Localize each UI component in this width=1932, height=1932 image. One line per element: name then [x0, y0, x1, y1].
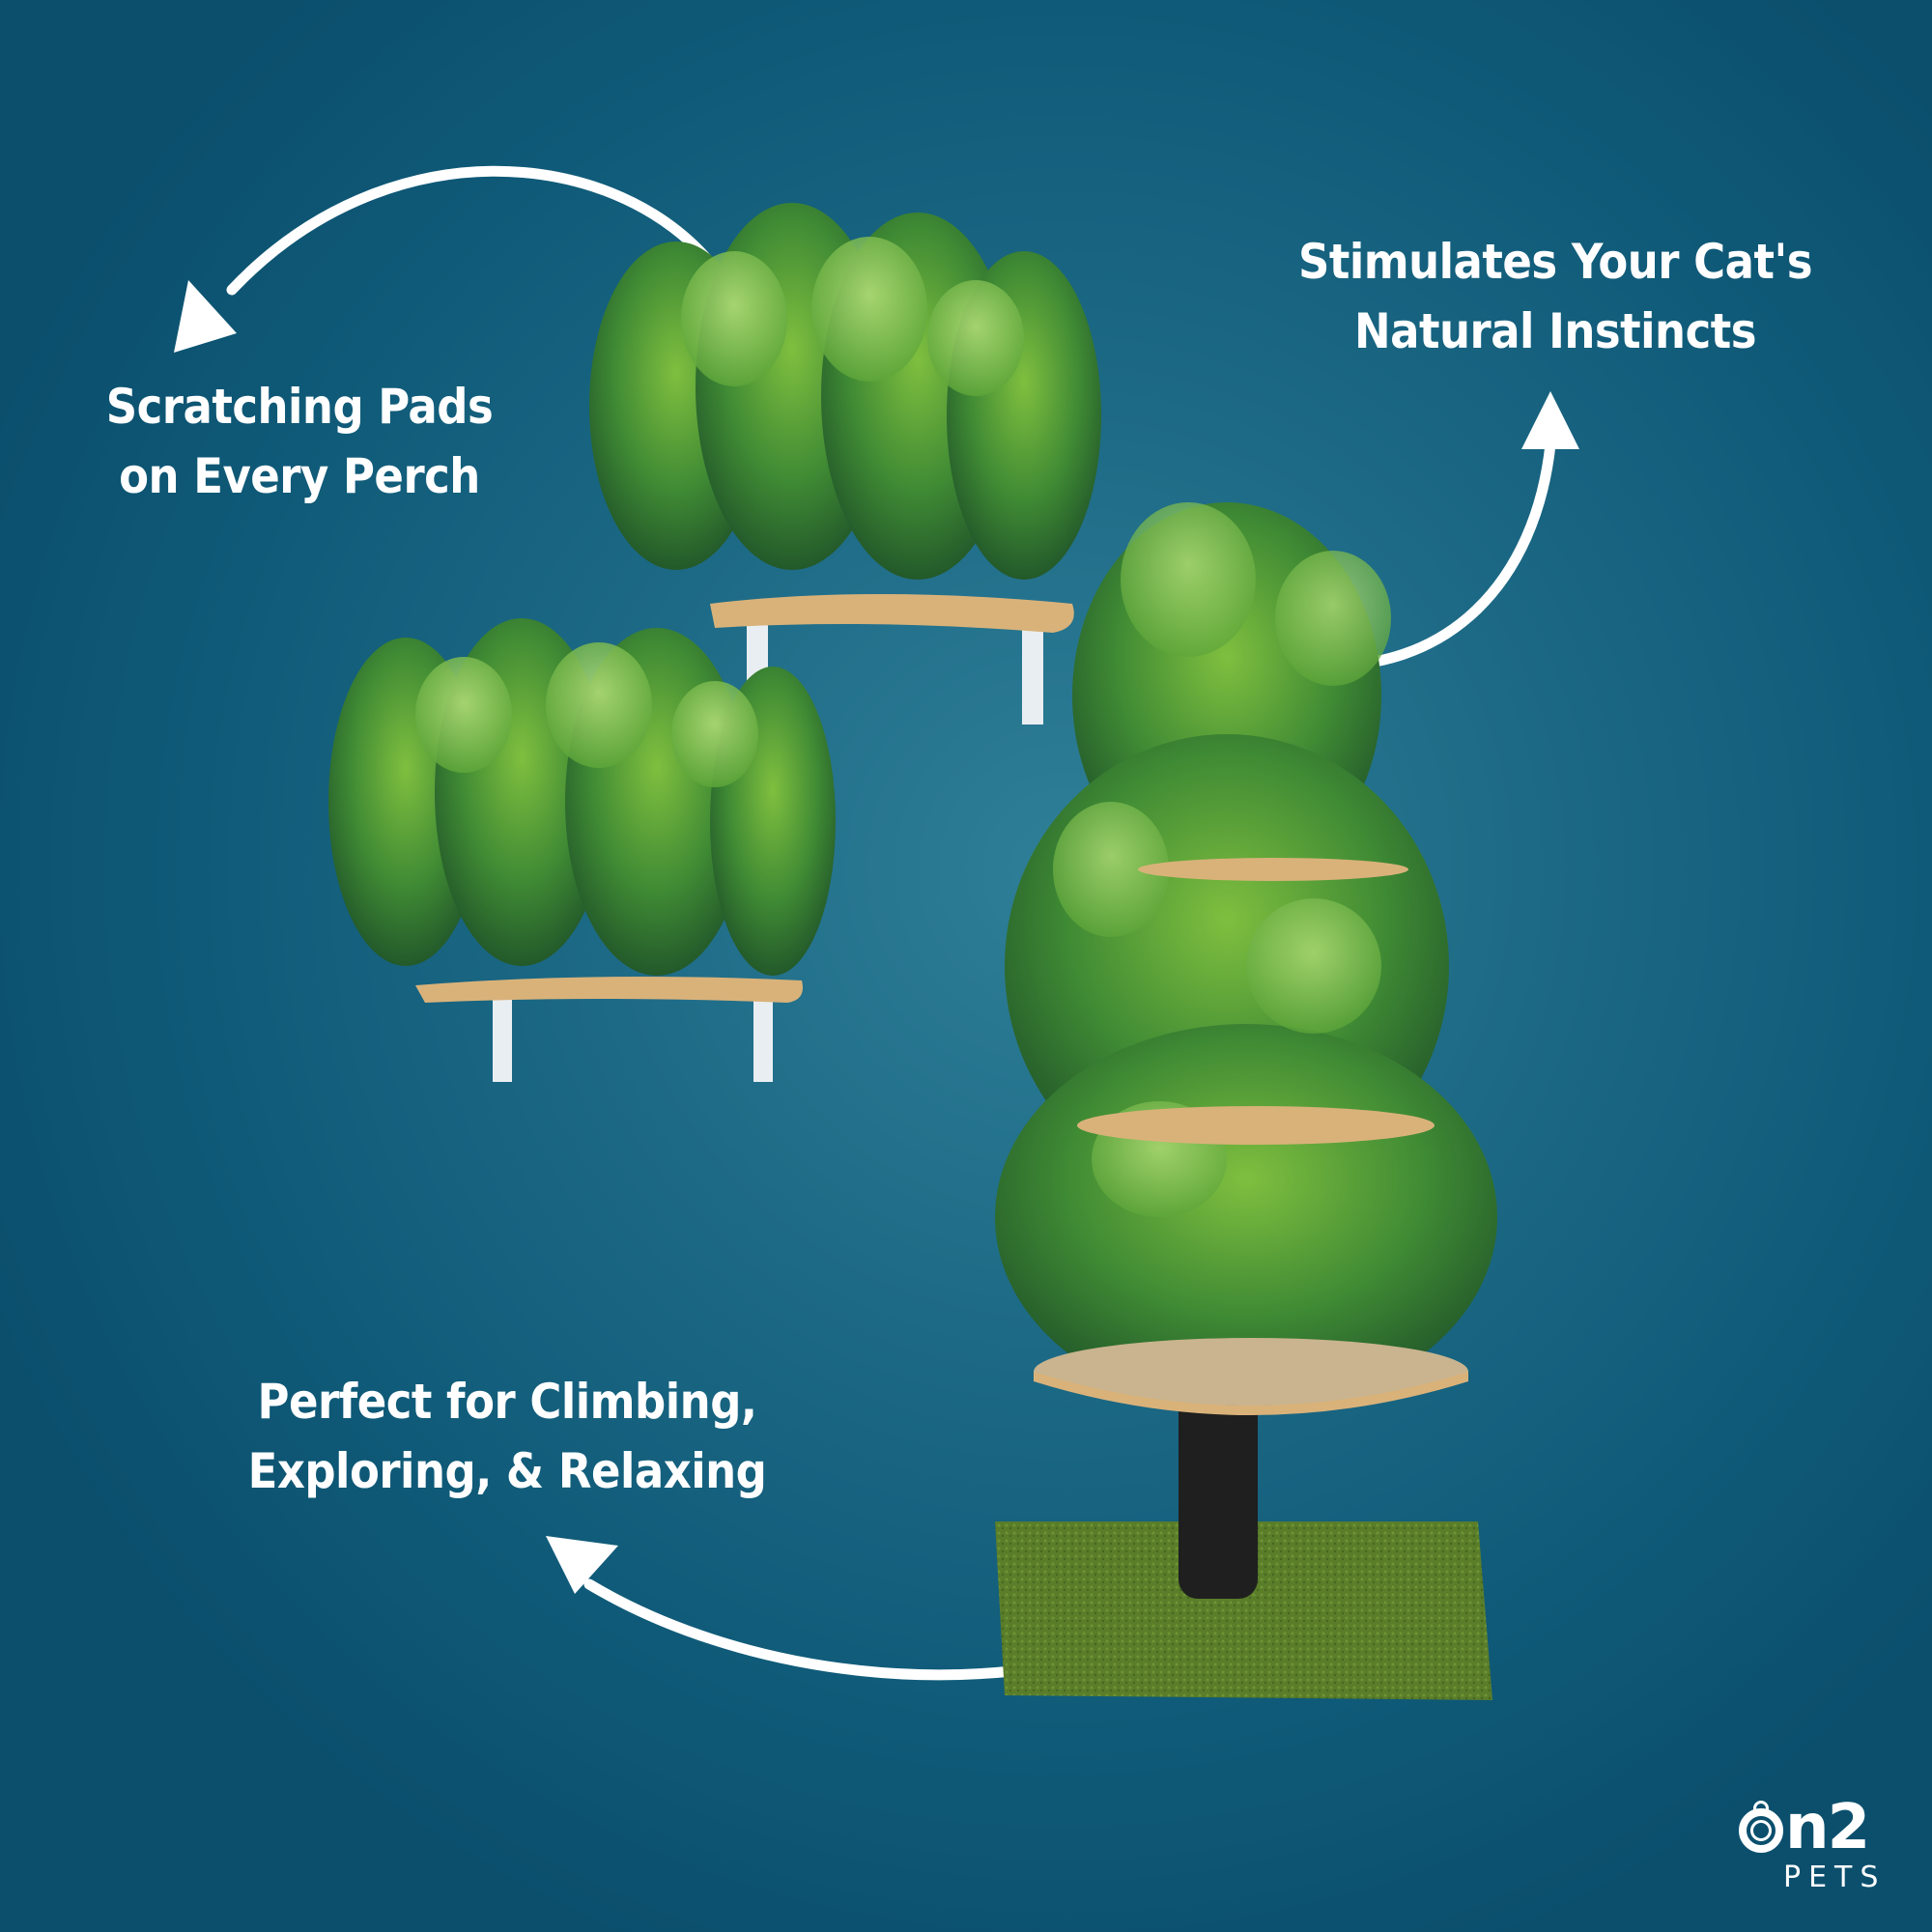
arrow-head-stimulates-icon	[1521, 391, 1579, 449]
caption-line: Stimulates Your Cat's	[1297, 234, 1813, 290]
caption-climbing-exploring: Perfect for Climbing, Exploring, & Relax…	[242, 1367, 773, 1506]
caption-line: on Every Perch	[119, 448, 480, 504]
caption-line: Perfect for Climbing,	[257, 1374, 758, 1430]
brand-logo: n2 PETS	[1739, 1797, 1922, 1894]
caption-line: Natural Instincts	[1353, 303, 1757, 359]
upper-wall-perch	[589, 203, 1101, 724]
caption-scratching-pads: Scratching Pads on Every Perch	[97, 372, 502, 511]
arrow-head-climbing-icon	[546, 1536, 618, 1594]
cat-tree	[995, 502, 1497, 1700]
pet-tag-icon	[1739, 1808, 1783, 1853]
lower-wall-perch	[328, 618, 836, 1082]
arrow-head-scratching-icon	[174, 280, 237, 353]
brand-subtitle: PETS	[1783, 1861, 1887, 1894]
caption-line: Scratching Pads	[105, 379, 494, 435]
caption-line: Exploring, & Relaxing	[247, 1443, 767, 1499]
caption-stimulates-instincts: Stimulates Your Cat's Natural Instincts	[1285, 227, 1826, 366]
brand-name: n2	[1785, 1792, 1870, 1863]
